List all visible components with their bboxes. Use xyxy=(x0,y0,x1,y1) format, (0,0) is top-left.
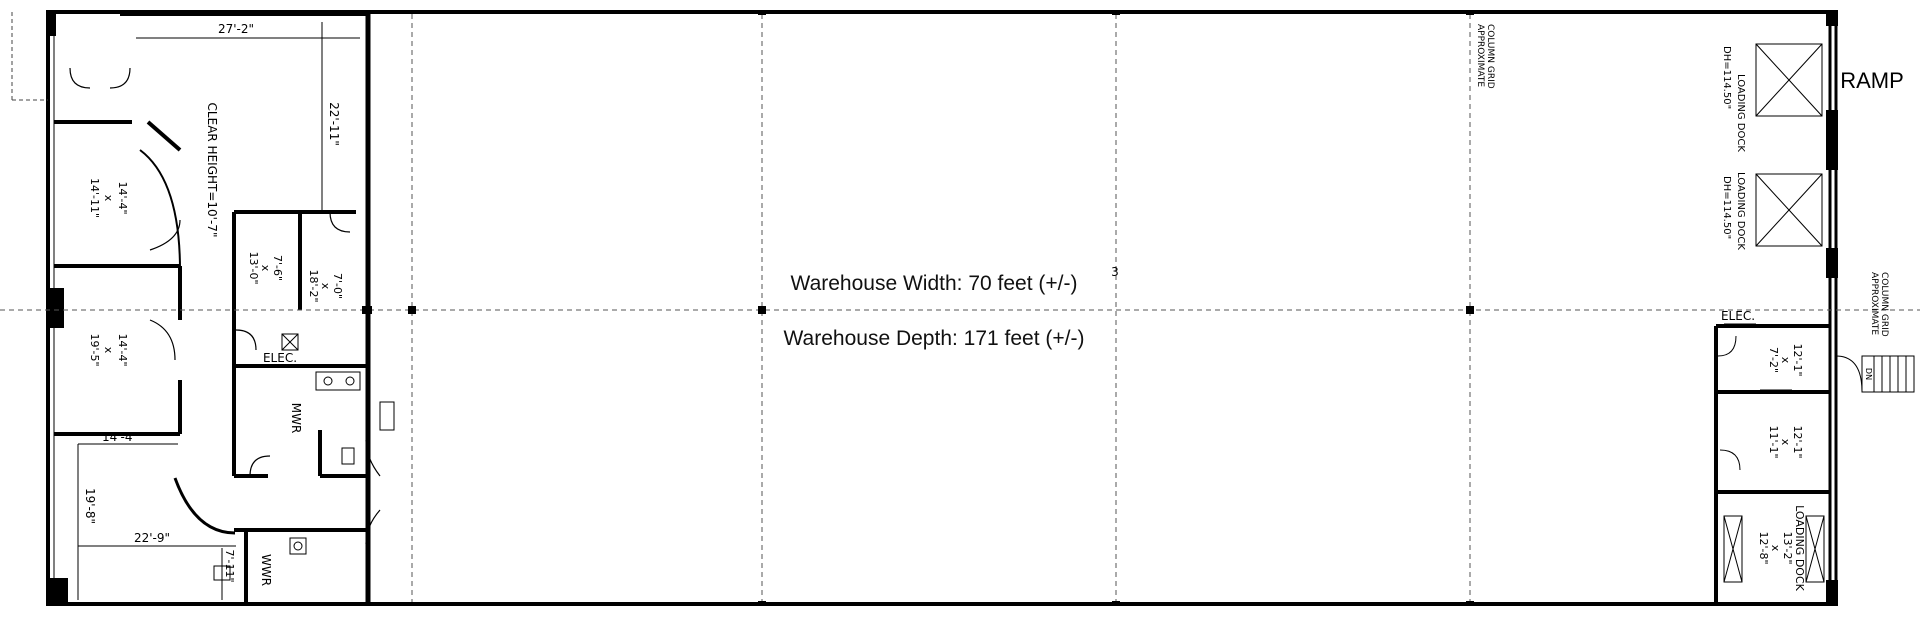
dock-2-labels: LOADING DOCK DH=114.50" xyxy=(1721,172,1746,250)
right-room-3-size: LOADING DOCK 13'-2" x 12'-8" xyxy=(1757,505,1806,591)
right-room-1-dim-1: 7'-2" xyxy=(1767,347,1780,373)
room-e-depth-label: 19'-8" xyxy=(83,488,97,524)
clear-height-label: CLEAR HEIGHT=10'-7" xyxy=(205,103,219,238)
column-grid-label-top: APPROXIMATE COLUMN GRID xyxy=(1475,24,1495,89)
column-grid-label-right: APPROXIMATE COLUMN GRID xyxy=(1869,272,1889,337)
loading-dock-doors xyxy=(1755,43,1823,247)
warehouse-width-label: Warehouse Width: 70 feet (+/-) xyxy=(791,272,1078,295)
structural-columns xyxy=(46,10,1838,606)
mwr-label: MWR xyxy=(289,403,303,434)
right-room-1-dim-2: x xyxy=(1779,357,1792,364)
room-a-dim-2: x xyxy=(102,195,115,202)
right-room-2-dim-1: 11'-1" xyxy=(1767,425,1780,458)
entry-door xyxy=(11,12,48,101)
dock-1-height: DH=114.50" xyxy=(1721,46,1732,109)
room-b-dim-1: 19'-5" xyxy=(88,333,101,366)
exterior-stair xyxy=(1835,355,1915,393)
column-grid-label-right-2: COLUMN GRID xyxy=(1879,272,1889,337)
room-b-size: 19'-5" x 14'-4" xyxy=(88,333,129,366)
room-d-dim-1: 18'-2" xyxy=(307,269,320,302)
dock-1-label: LOADING DOCK xyxy=(1735,74,1746,152)
room-c-dim-2: x xyxy=(259,265,272,272)
right-room-3-dim-1: LOADING DOCK xyxy=(1793,505,1806,591)
right-room-2-dim-3: 12'-1" xyxy=(1791,425,1804,458)
wwr-label: WWR xyxy=(259,554,273,586)
top-dimension-label: 27'-2" xyxy=(218,22,254,36)
office-doors xyxy=(69,67,381,545)
right-room-2-size: 11'-1" x 12'-1" xyxy=(1767,425,1804,458)
right-room-3-dim-2: 13'-2" xyxy=(1781,531,1794,564)
restroom-fixtures xyxy=(213,333,395,581)
room-c-dim-1: 13'-0" xyxy=(247,251,260,284)
column-grid-label-right-1: APPROXIMATE xyxy=(1869,272,1879,335)
room-c-size: 13'-0" x 7'-6" xyxy=(247,251,284,284)
room-d-size: 18'-2" x 7'-0" xyxy=(307,269,344,302)
right-rooms xyxy=(1714,324,1830,604)
room-d-dim-3: 7'-0" xyxy=(331,273,344,299)
dimension-lines xyxy=(77,22,360,600)
room-e-bottom-label: 22'-9" xyxy=(134,531,170,545)
column-grid xyxy=(0,14,1920,602)
room-a-dim-3: 14'-4" xyxy=(116,181,129,214)
dock-1-labels: LOADING DOCK DH=114.50" xyxy=(1721,46,1746,152)
right-room-3-dim-4: 12'-8" xyxy=(1757,531,1770,564)
room-a-dim-1: 14'-11" xyxy=(88,178,101,218)
room-b-dim-3: 14'-4" xyxy=(116,333,129,366)
stair-label: DN xyxy=(1864,368,1873,380)
exterior-walls xyxy=(46,10,1838,606)
room-f-label: 7'-11" xyxy=(223,549,236,582)
office-walls xyxy=(54,120,366,604)
right-room-1-dim-3: 12'-1" xyxy=(1791,343,1804,376)
room-b-dim-2: x xyxy=(102,347,115,354)
right-room-doors xyxy=(1717,323,1825,583)
room-e-width-label: 14'-4" xyxy=(102,430,138,444)
column-grid-label-top-2: COLUMN GRID xyxy=(1485,24,1495,89)
right-room-1-size: 7'-2" x 12'-1" xyxy=(1767,343,1804,376)
right-elec-label: ELEC. xyxy=(1721,309,1755,323)
room-d-dim-2: x xyxy=(319,283,332,290)
column-markers xyxy=(362,10,1474,606)
vertical-dimension-label: 22'-11" xyxy=(327,102,341,146)
room-a-size: 14'-11" x 14'-4" xyxy=(88,178,129,218)
office-elec-label: ELEC. xyxy=(263,351,297,365)
right-room-2-dim-2: x xyxy=(1779,439,1792,446)
dock-2-height: DH=114.50" xyxy=(1721,176,1732,239)
right-room-3-dim-3: x xyxy=(1769,545,1782,552)
warehouse-depth-label: Warehouse Depth: 171 feet (+/-) xyxy=(784,327,1085,350)
grid-marker-label: 3 xyxy=(1111,265,1119,279)
room-c-dim-3: 7'-6" xyxy=(271,255,284,281)
ramp-label: RAMP xyxy=(1840,68,1904,93)
column-grid-label-top-1: APPROXIMATE xyxy=(1475,24,1485,87)
dock-2-label: LOADING DOCK xyxy=(1735,172,1746,250)
